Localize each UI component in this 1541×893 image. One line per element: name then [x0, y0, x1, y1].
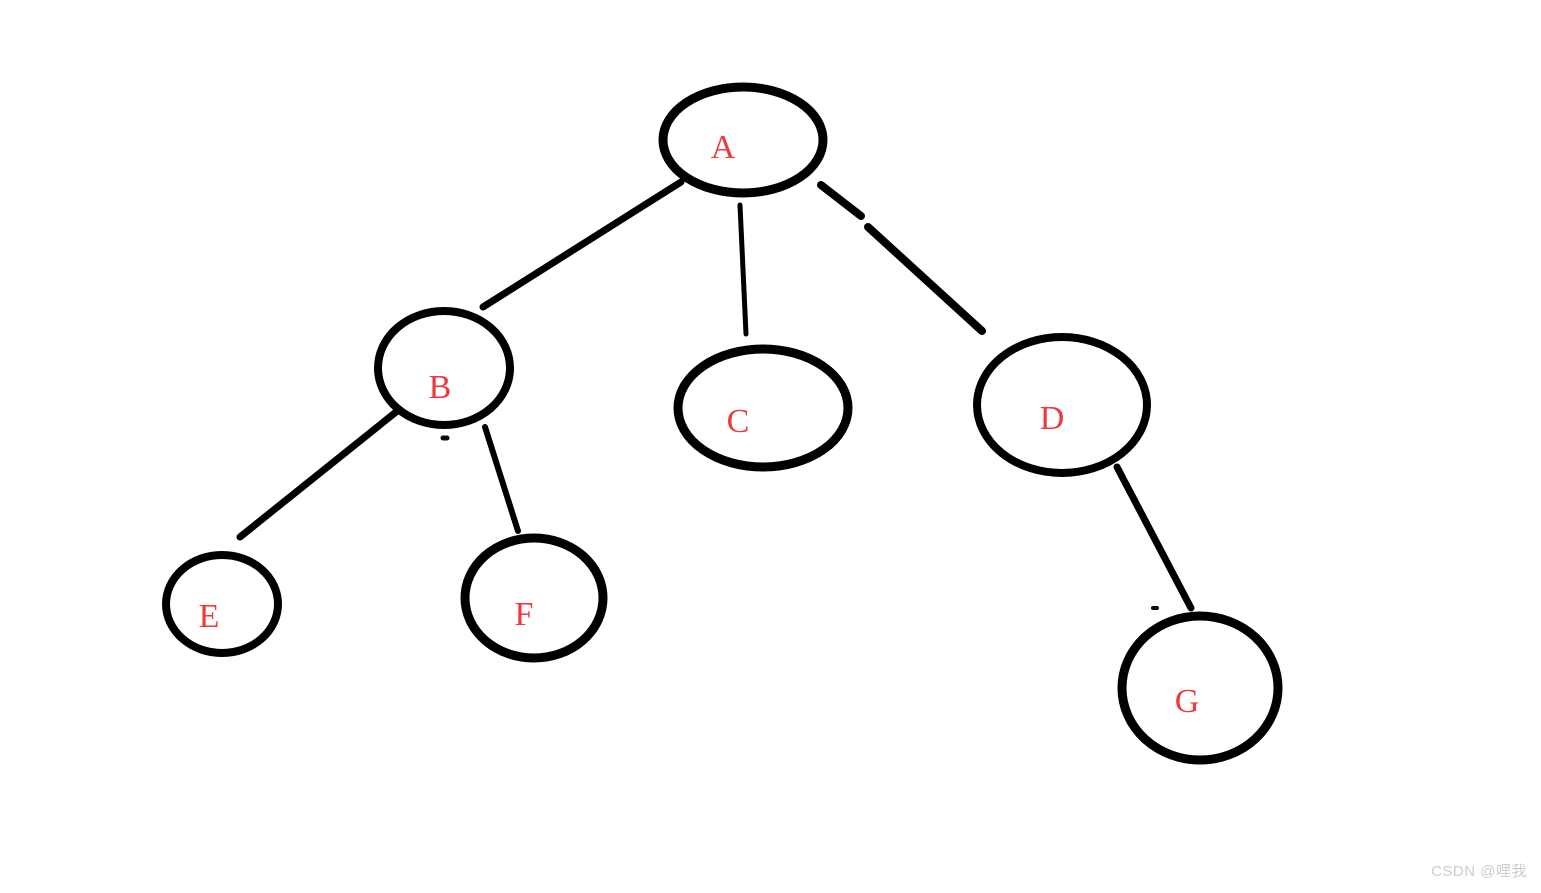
node-label-E: E [199, 598, 220, 635]
node-circle-B[interactable] [374, 307, 514, 429]
edge-A-B [479, 178, 685, 311]
edge-B-E [236, 408, 400, 541]
node-circle-E[interactable] [162, 551, 282, 657]
nodes-group: A B C D E F G [162, 82, 1283, 765]
node-label-B: B [429, 369, 452, 406]
csdn-watermark: CSDN @哩我 [1431, 863, 1527, 880]
node-F[interactable]: F [460, 533, 608, 663]
node-circle-G[interactable] [1117, 611, 1283, 765]
node-circle-D[interactable] [973, 333, 1151, 477]
node-G[interactable]: G [1117, 611, 1283, 765]
node-label-C: C [727, 403, 750, 440]
node-circle-F[interactable] [460, 533, 608, 663]
edge-A-C [737, 202, 749, 337]
edge-D-G [1113, 463, 1195, 612]
node-D[interactable]: D [973, 333, 1151, 477]
node-C[interactable]: C [673, 344, 853, 472]
edge-A-D-seg2 [864, 223, 986, 335]
node-label-G: G [1175, 683, 1200, 720]
node-label-A: A [711, 129, 736, 166]
node-A[interactable]: A [658, 82, 828, 198]
edge-A-D-seg1 [817, 181, 865, 220]
edge-B-F [482, 424, 521, 534]
node-E[interactable]: E [162, 551, 282, 657]
edges-group [236, 178, 1195, 612]
node-circle-C[interactable] [673, 344, 853, 472]
node-B[interactable]: B [374, 307, 514, 429]
node-label-F: F [515, 596, 534, 633]
node-label-D: D [1040, 400, 1065, 437]
node-circle-A[interactable] [658, 82, 828, 198]
